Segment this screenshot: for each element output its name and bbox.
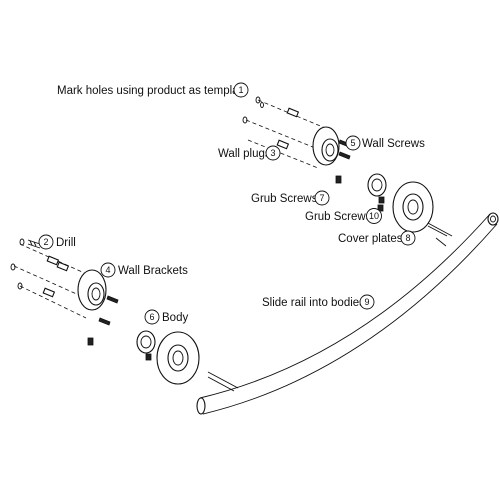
step-1-circle (233, 82, 249, 98)
step-2-callout: 2 Drill (38, 234, 76, 250)
step-3-label: Wall plugs (218, 148, 271, 160)
step-3-circle (265, 145, 281, 161)
step-2-circle (38, 234, 54, 250)
lower-assembly (10, 238, 200, 385)
step-10-label: Grub Screws (305, 211, 372, 223)
step-1-label: Mark holes using product as template (57, 85, 248, 97)
step-6-number: 6 (149, 312, 154, 322)
step-5-number: 5 (350, 138, 355, 148)
curved-rail (196, 212, 499, 415)
upper-assembly (242, 96, 434, 233)
step-9-number: 9 (364, 297, 369, 307)
step-10-circle (366, 208, 382, 224)
step-6-circle (144, 309, 160, 325)
step-9-label: Slide rail into bodies (262, 297, 365, 309)
step-1-number: 1 (238, 85, 243, 95)
step-4-label: Wall Brackets (118, 265, 188, 277)
step-1-callout: Mark holes using product as template 1 (57, 82, 249, 98)
step-4-number: 4 (105, 265, 110, 275)
step-9-callout: Slide rail into bodies 9 (262, 294, 375, 310)
step-8-label: Cover plates (338, 233, 403, 245)
step-3-callout: Wall plugs 3 (218, 145, 281, 161)
step-4-circle (100, 262, 116, 278)
step-4-callout: 4 Wall Brackets (100, 262, 188, 278)
step-8-circle (400, 230, 416, 246)
step-7-callout: Grub Screws 7 (251, 190, 330, 206)
step-3-number: 3 (270, 148, 275, 158)
step-6-label: Body (162, 312, 188, 324)
step-9-circle (359, 294, 375, 310)
step-5-label: Wall Screws (362, 138, 425, 150)
step-8-callout: Cover plates 8 (338, 230, 416, 246)
step-8-number: 8 (405, 233, 410, 243)
step-7-label: Grub Screws (251, 193, 318, 205)
step-5-callout: 5 Wall Screws (345, 135, 425, 151)
step-10-callout: Grub Screws 10 (305, 208, 382, 224)
step-2-label: Drill (56, 237, 76, 249)
step-6-callout: 6 Body (144, 309, 188, 325)
step-5-circle (345, 135, 361, 151)
step-7-number: 7 (319, 193, 324, 203)
step-2-number: 2 (43, 237, 48, 247)
step-7-circle (314, 190, 330, 206)
step-10-number: 10 (369, 211, 379, 221)
